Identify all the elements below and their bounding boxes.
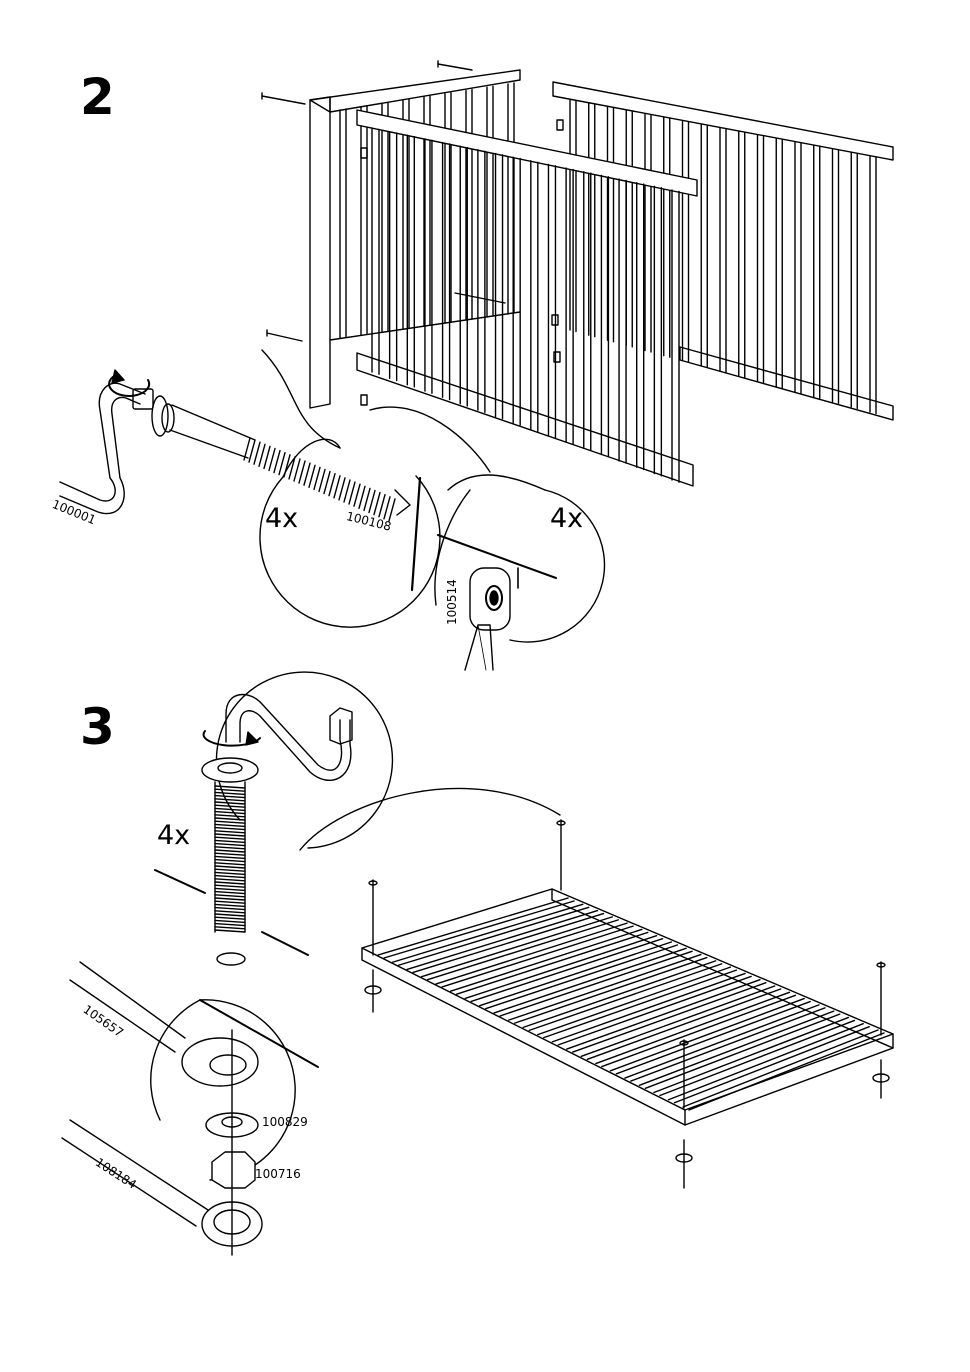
crib-front-side — [357, 110, 697, 486]
part-number-nut: 100716 — [255, 1167, 301, 1181]
allen-key-step2 — [60, 370, 153, 514]
bed-base-screws — [365, 820, 889, 1188]
quantity-label-bolt-step3: 4x — [157, 820, 191, 851]
tools-step3 — [62, 962, 262, 1255]
quantity-label-nut: 4x — [550, 503, 584, 534]
bed-base-frame — [362, 889, 893, 1125]
part-number-barrel-nut: 100514 — [445, 579, 459, 625]
bolt-step3 — [202, 758, 258, 965]
barrel-nut-detail — [465, 568, 510, 670]
part-number-washer: 100829 — [262, 1115, 308, 1129]
callout-nut-detail — [370, 407, 604, 642]
barrel-nuts-step2 — [361, 120, 563, 405]
crib-end-panel — [310, 70, 520, 408]
step-number-3: 3 — [80, 698, 115, 756]
allen-key-step3 — [204, 695, 352, 781]
callout-bolt-detail — [260, 350, 440, 627]
screws-step2 — [262, 61, 505, 341]
bolt-step2 — [152, 396, 410, 521]
cross-section-lines-step2 — [412, 478, 556, 590]
crib-back-side — [553, 82, 893, 420]
callout-bolt-detail-step3 — [155, 672, 560, 955]
quantity-label-bolt: 4x — [265, 503, 299, 534]
step-number-2: 2 — [80, 68, 115, 126]
